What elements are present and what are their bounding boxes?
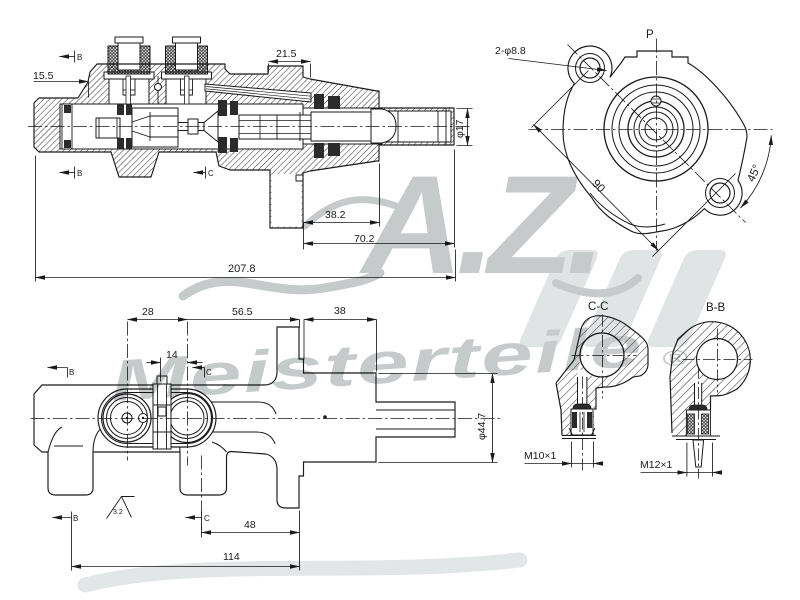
svg-text:207.8: 207.8 xyxy=(228,263,256,275)
svg-text:C: C xyxy=(206,368,212,377)
svg-text:C: C xyxy=(208,169,214,178)
svg-text:P: P xyxy=(646,29,654,41)
svg-text:56.5: 56.5 xyxy=(232,306,253,318)
svg-text:A.Z.: A.Z. xyxy=(359,146,598,303)
svg-text:B: B xyxy=(77,169,82,178)
svg-text:2-φ8.8: 2-φ8.8 xyxy=(495,45,526,57)
svg-text:C: C xyxy=(204,514,210,523)
svg-text:®: ® xyxy=(662,345,690,371)
svg-text:114: 114 xyxy=(223,551,240,563)
svg-text:38: 38 xyxy=(334,305,346,317)
svg-text:3.2: 3.2 xyxy=(113,509,123,516)
svg-text:48: 48 xyxy=(244,519,256,531)
svg-text:70.2: 70.2 xyxy=(354,233,375,245)
svg-text:φ44.7: φ44.7 xyxy=(476,413,488,440)
svg-text:38.2: 38.2 xyxy=(325,209,346,221)
svg-text:B: B xyxy=(77,53,82,62)
svg-text:B-B: B-B xyxy=(706,302,726,314)
svg-text:B: B xyxy=(73,514,78,523)
svg-text:15.5: 15.5 xyxy=(33,70,54,82)
svg-text:φ17: φ17 xyxy=(454,119,466,138)
svg-text:28: 28 xyxy=(142,306,154,318)
svg-text:M12×1: M12×1 xyxy=(640,459,673,471)
svg-text:B: B xyxy=(69,368,74,377)
svg-text:21.5: 21.5 xyxy=(276,48,297,60)
svg-text:14: 14 xyxy=(166,349,178,361)
svg-text:M10×1: M10×1 xyxy=(524,450,557,462)
